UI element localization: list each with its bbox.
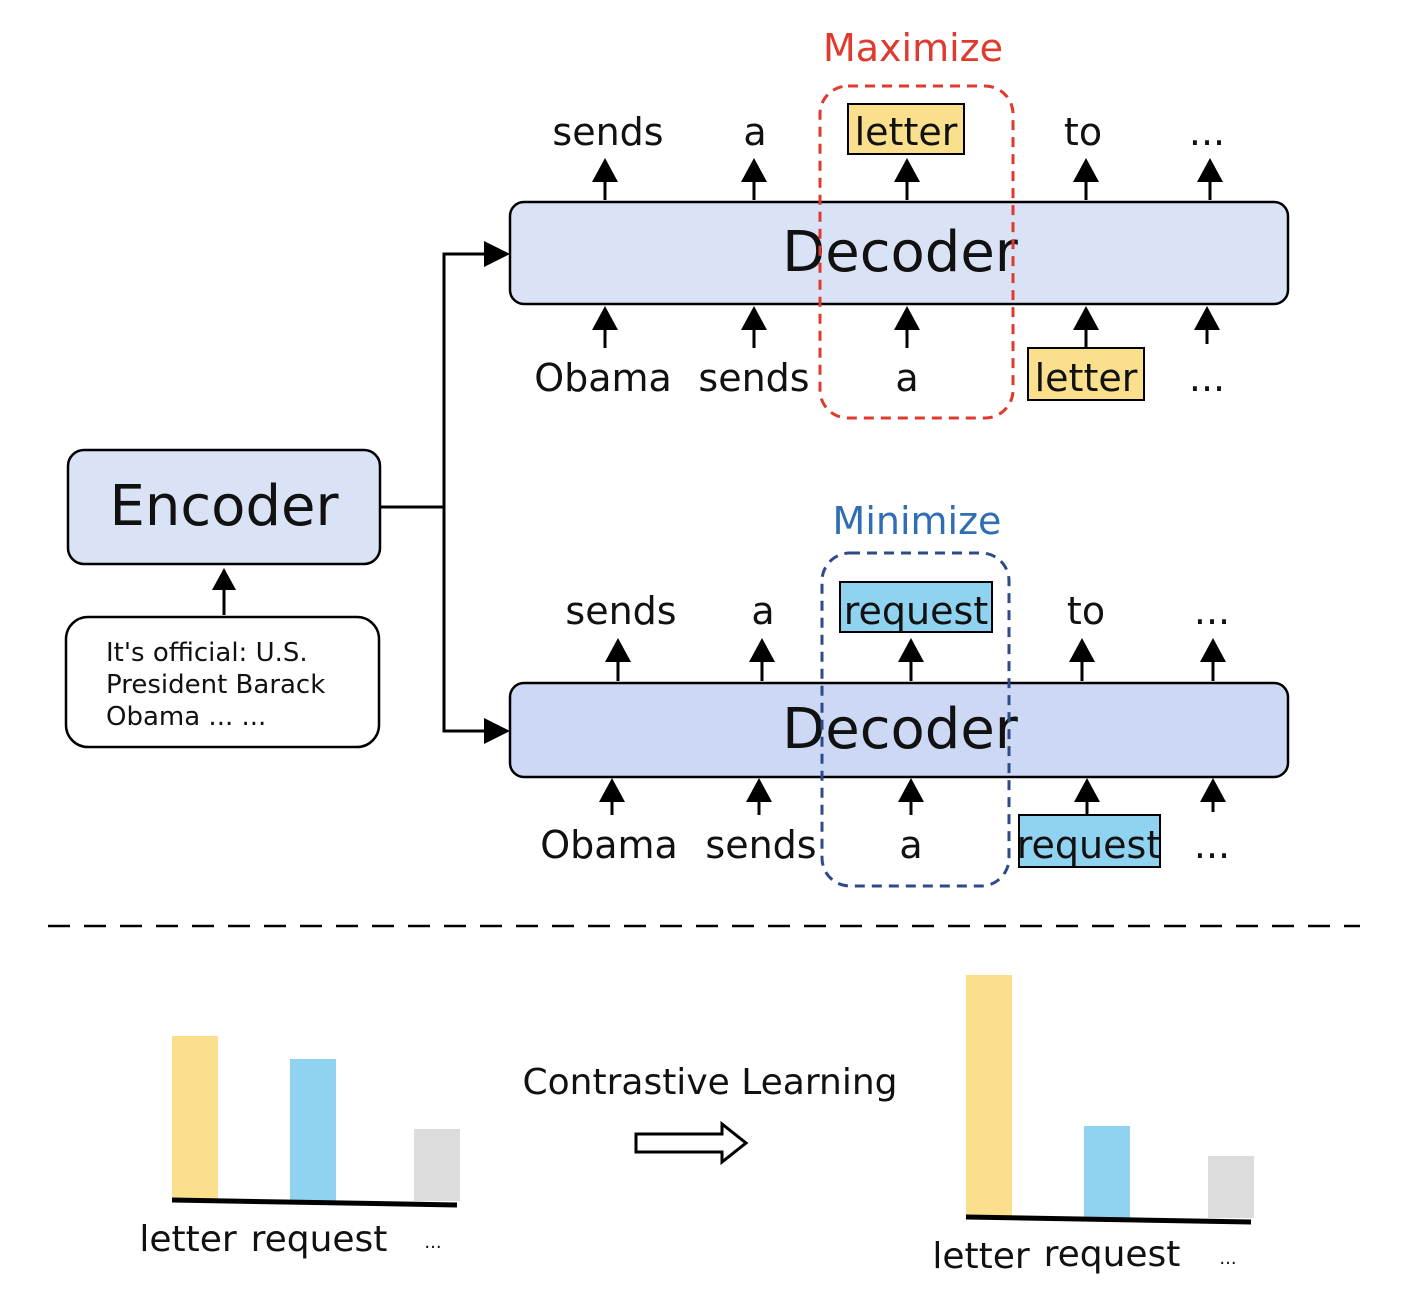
top-input-token: ... xyxy=(1189,356,1225,400)
after-bar-1 xyxy=(966,975,1012,1218)
bottom-decoder-box xyxy=(508,681,1290,779)
before-category-label: letter xyxy=(139,1219,237,1260)
after-category-label: letter xyxy=(932,1236,1030,1277)
top-output-highlight-letter xyxy=(847,103,965,155)
top-output-token: ... xyxy=(1189,110,1225,154)
top-input-token: sends xyxy=(698,356,809,400)
top-decoder-box xyxy=(508,200,1290,306)
bottom-input-token: Obama xyxy=(540,823,678,867)
arrow-into-bottom-decoder-icon xyxy=(484,718,510,744)
after-bar-3 xyxy=(1208,1156,1254,1218)
source-text-line-2: President Barack xyxy=(106,670,325,700)
top-input-token: Obama xyxy=(534,356,672,400)
maximize-label: Maximize xyxy=(823,26,1003,70)
top-output-arrows xyxy=(592,158,1223,200)
top-output-token: letter xyxy=(855,110,958,154)
bottom-decoder-outputs: sends a request to ... xyxy=(565,589,1230,633)
before-bar-3 xyxy=(414,1129,460,1201)
after-category-label: request xyxy=(1044,1234,1181,1275)
source-to-encoder-arrowhead xyxy=(212,568,236,590)
bottom-input-token: ... xyxy=(1194,823,1230,867)
top-decoder-inputs: Obama sends a letter ... xyxy=(534,356,1225,400)
bottom-output-token: to xyxy=(1067,589,1105,633)
bottom-input-token: a xyxy=(899,823,922,867)
top-input-token: letter xyxy=(1035,356,1138,400)
source-text-box xyxy=(64,615,381,749)
bottom-output-arrows xyxy=(605,638,1226,681)
top-input-arrows xyxy=(592,306,1220,348)
before-category-label: request xyxy=(251,1219,388,1260)
top-output-token: a xyxy=(743,110,766,154)
bottom-output-token: request xyxy=(844,589,988,633)
bottom-output-token: a xyxy=(751,589,774,633)
bars-after-chart xyxy=(966,975,1254,1218)
before-chart-baseline xyxy=(171,1197,458,1208)
bottom-input-token: request xyxy=(1017,823,1161,867)
minimize-label: Minimize xyxy=(833,499,1002,543)
bottom-input-highlight-request xyxy=(1018,814,1161,868)
encoder-label: Encoder xyxy=(110,474,340,539)
before-category-label: ... xyxy=(424,1232,441,1253)
top-input-token: a xyxy=(895,356,918,400)
before-bar-1 xyxy=(172,1036,218,1201)
arrow-into-top-decoder-icon xyxy=(484,241,510,267)
after-category-label: ... xyxy=(1219,1248,1236,1269)
connector-to-top-decoder xyxy=(442,252,488,507)
before-bar-2 xyxy=(290,1059,336,1201)
bottom-decoder-inputs: Obama sends a request ... xyxy=(540,823,1230,867)
bottom-decoder-label: Decoder xyxy=(782,697,1019,762)
maximize-region xyxy=(818,84,1015,420)
bottom-output-token: ... xyxy=(1194,589,1230,633)
after-bar-2 xyxy=(1084,1126,1130,1218)
top-output-token: sends xyxy=(552,110,663,154)
bottom-output-token: sends xyxy=(565,589,676,633)
bars-before-chart xyxy=(172,1036,460,1201)
source-text-line-1: It's official: U.S. xyxy=(106,638,308,668)
source-text-line-3: Obama ... ... xyxy=(106,702,266,732)
contrastive-learning-label: Contrastive Learning xyxy=(522,1062,897,1103)
top-decoder-outputs: sends a letter to ... xyxy=(552,110,1225,154)
connector-to-bottom-decoder xyxy=(442,507,488,733)
top-input-highlight-letter xyxy=(1027,347,1145,401)
bottom-input-token: sends xyxy=(705,823,816,867)
hollow-right-arrow-icon xyxy=(634,1120,749,1166)
bottom-input-arrows xyxy=(599,778,1226,815)
top-decoder-label: Decoder xyxy=(782,220,1019,285)
minimize-region xyxy=(820,551,1011,888)
after-chart-baseline xyxy=(965,1214,1252,1225)
bottom-output-highlight-request xyxy=(839,581,993,633)
top-output-token: to xyxy=(1064,110,1102,154)
